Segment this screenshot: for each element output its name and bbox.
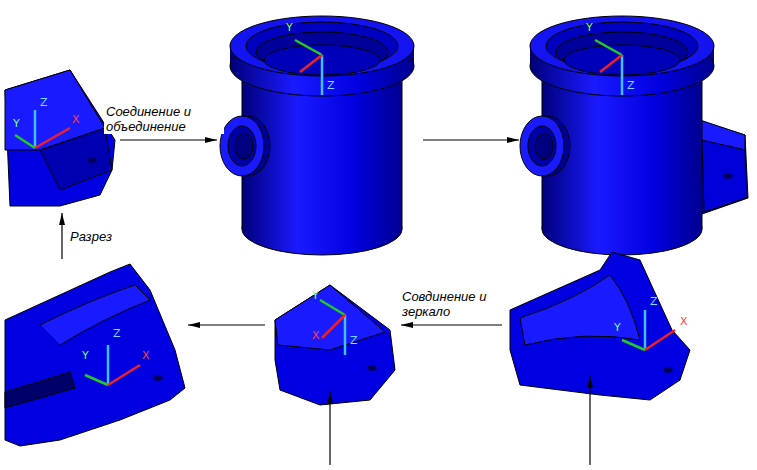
axis-letter: X — [142, 350, 150, 362]
arrow-connector — [120, 139, 217, 140]
arrow-connector — [61, 213, 62, 259]
axis-letter: X — [72, 114, 80, 126]
arrow-connector — [401, 324, 502, 325]
axis-letter: Z — [113, 328, 121, 340]
axis-letter: Z — [40, 97, 48, 109]
axis-letter: Z — [327, 80, 335, 92]
axis-letter: Z — [350, 335, 358, 347]
axis-letter: X — [312, 330, 320, 342]
part-figure: YZ — [220, 8, 420, 248]
axis-letter: Y — [13, 118, 20, 130]
axis-letter: Y — [82, 350, 89, 362]
axis-letter: Y — [286, 22, 293, 34]
part-figure: Y X Z — [268, 282, 398, 407]
axis-letter: Z — [627, 80, 635, 92]
axis-letter: X — [680, 316, 688, 328]
axis-letter: Y — [586, 22, 593, 34]
part-figure: Y Z X — [5, 70, 117, 210]
edge-label: Совдинение и зеркало — [400, 289, 504, 319]
arrow-connector — [423, 139, 519, 140]
part-figure: Z Y X — [5, 262, 185, 444]
part-figure: YZ — [522, 8, 752, 248]
axis-letter: Y — [312, 290, 319, 302]
axis-letter: Y — [614, 322, 621, 334]
edge-label: Соединение и объединение — [104, 104, 224, 134]
axis-letter: Z — [650, 296, 658, 308]
arrow-connector — [188, 324, 265, 325]
edge-label: Разрез — [68, 229, 114, 244]
part-figure: Z Y X — [505, 250, 695, 405]
